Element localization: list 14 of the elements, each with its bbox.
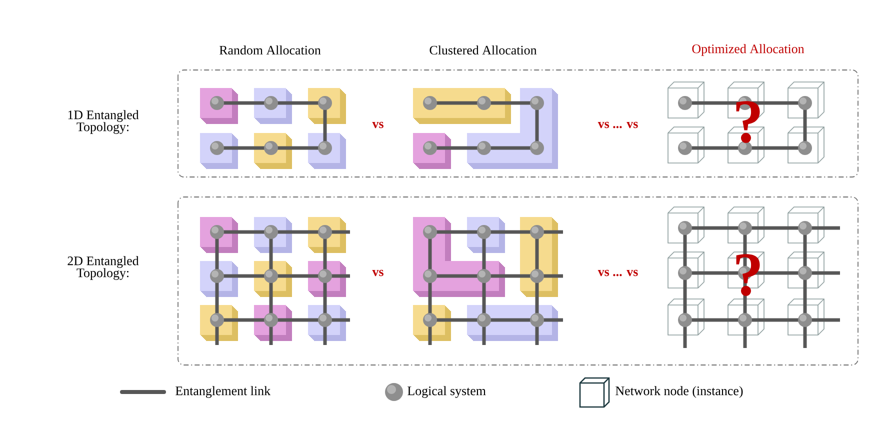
comparison-label: vs ... vs <box>598 122 638 128</box>
row-heading: 2D Entangled Topology: <box>68 256 139 280</box>
column-heading: Random Allocation <box>219 45 321 55</box>
comparison-label: vs <box>372 270 384 276</box>
legend-label: Network node (instance) <box>616 386 743 398</box>
legend-label: Logical system <box>408 386 486 398</box>
column-heading: Clustered Allocation <box>430 45 537 55</box>
comparison-label: vs <box>372 122 384 128</box>
column-heading: Optimized Allocation <box>692 44 804 56</box>
question-mark: ? <box>736 101 760 143</box>
row-heading: 1D Entangled Topology: <box>68 110 139 134</box>
question-mark: ? <box>736 254 760 296</box>
comparison-label: vs ... vs <box>598 270 638 276</box>
legend-label: Entanglement link <box>176 386 271 398</box>
